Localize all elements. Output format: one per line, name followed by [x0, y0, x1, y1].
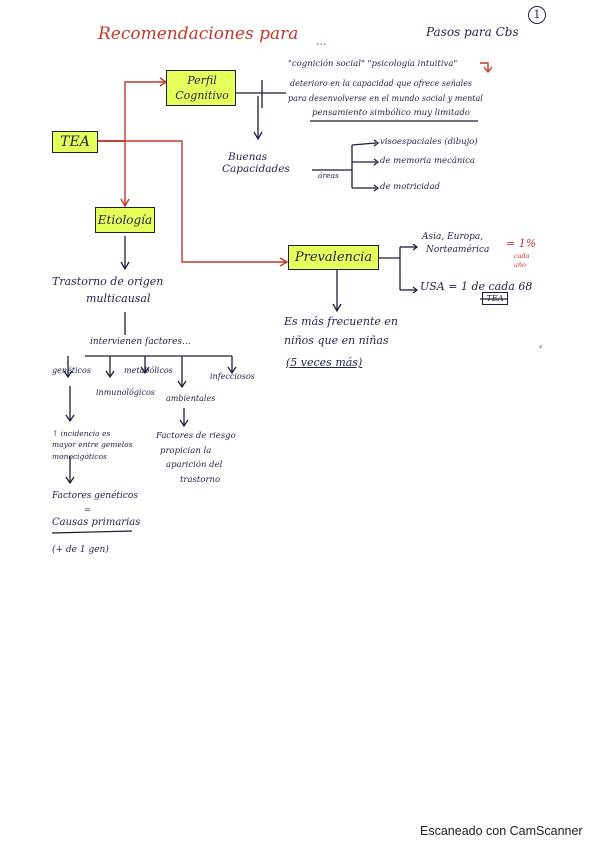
factor-geneticos: genéticos: [52, 366, 91, 375]
area-memoria: de memoria mecánica: [380, 156, 475, 166]
page-number: 1: [528, 6, 546, 24]
ambientales-note-3: aparición del: [166, 460, 223, 470]
page-title-rest: ...: [316, 35, 327, 48]
prevalencia-percent-note-2: año: [514, 261, 526, 269]
node-perfil-cognitivo-label: Perfil Cognitivo: [175, 74, 229, 102]
prevalencia-percent: = 1%: [506, 237, 537, 250]
ambientales-note-2: propician la: [160, 446, 212, 456]
prevalencia-region-2: Norteamérica: [426, 245, 490, 255]
geneticos-note-3: monocigóticos: [52, 452, 107, 461]
prevalencia-region-1: Asia, Europa,: [422, 232, 484, 242]
ambientales-note-1: Factores de riesgo: [156, 431, 236, 441]
perfil-text-2: deterioro en la capacidad que ofrece señ…: [290, 79, 473, 88]
scanner-watermark: Escaneado con CamScanner: [420, 824, 583, 838]
buenas-label: Buenas: [228, 151, 268, 163]
geneticos-note-1: ↑ incidencia es: [52, 429, 111, 438]
intervienen-label: intervienen factores...: [90, 337, 191, 347]
prevalencia-usa-box: TEA: [482, 292, 508, 305]
factores-geneticos: Factores genéticos: [52, 491, 138, 501]
page-title: Recomendaciones para: [98, 24, 299, 44]
factor-inmunologicos: inmunológicos: [96, 388, 155, 397]
factores-equals: =: [84, 505, 91, 514]
perfil-text-1: "cognición social" "psicología intuitiva…: [288, 59, 458, 69]
etiologia-line-2: multicausal: [86, 292, 151, 305]
node-perfil-cognitivo: Perfil Cognitivo: [166, 70, 236, 106]
perfil-text-4: pensamiento simbólico muy limitado: [312, 108, 470, 118]
prevalencia-percent-note-1: cada: [514, 252, 530, 260]
factor-metabolicos: metabólicos: [124, 366, 173, 375]
frecuencia-line-1: Es más frecuente en: [284, 315, 399, 328]
stray-comma: ,: [539, 337, 543, 350]
frecuencia-line-2: niños que en niñas: [284, 334, 389, 347]
factor-ambientales: ambientales: [166, 394, 216, 403]
node-tea: TEA: [52, 131, 98, 153]
mas-de-un-gen: (+ de 1 gen): [52, 545, 109, 555]
causas-primarias: Causas primarias: [52, 517, 141, 528]
perfil-text-3: para desenvolverse en el mundo social y …: [288, 94, 483, 103]
areas-label: áreas: [318, 171, 339, 180]
capacidades-label: Capacidades: [222, 163, 290, 175]
area-motricidad: de motricidad: [380, 182, 440, 192]
factor-infecciosos: infecciosos: [210, 372, 255, 381]
area-visoespaciales: visoespaciales (dibujo): [380, 137, 478, 147]
geneticos-note-2: mayor entre gemelos: [52, 440, 133, 449]
node-etiologia: Etiología: [95, 207, 155, 233]
etiologia-line-1: Trastorno de origen: [52, 275, 164, 288]
prevalencia-usa: USA = 1 de cada 68: [420, 280, 533, 293]
node-prevalencia: Prevalencia: [288, 245, 379, 270]
header-right-note: Pasos para Cbs: [426, 25, 519, 39]
frecuencia-line-3: (5 veces más): [286, 356, 363, 369]
ambientales-note-4: trastorno: [180, 475, 221, 485]
